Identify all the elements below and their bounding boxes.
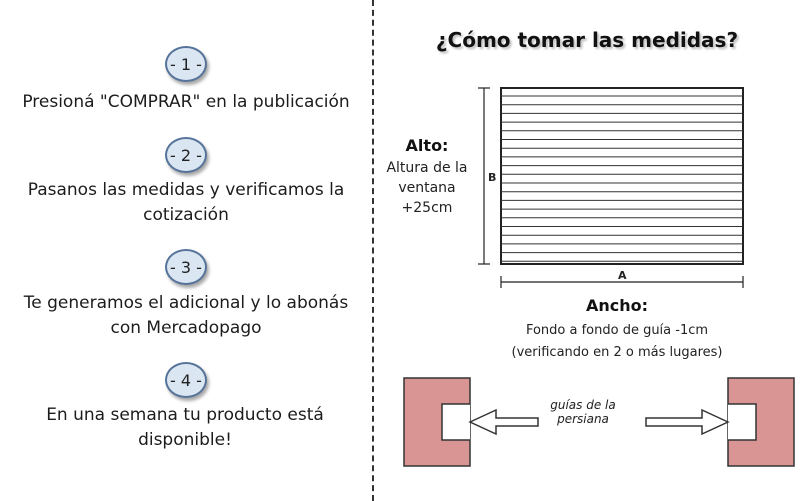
step-4-text: En una semana tu producto está disponibl…: [46, 405, 324, 450]
blind-diagram: B A: [403, 87, 795, 467]
ancho-description: Fondo a fondo de guía -1cm (verificando …: [492, 320, 742, 364]
ancho-heading: Ancho:: [585, 296, 649, 315]
height-dimension: [478, 87, 490, 265]
step-3-text: Te generamos el adicional y lo abonás co…: [23, 293, 349, 338]
label-a: A: [618, 269, 627, 282]
alto-heading: Alto:: [405, 136, 449, 155]
guide-label: guías de la persiana: [550, 398, 616, 426]
width-dimension: [500, 276, 744, 288]
step-2-text: Pasanos las medidas y verificamos la cot…: [27, 180, 345, 225]
left-arrow[interactable]: [468, 408, 539, 436]
blind-rect: [500, 87, 744, 265]
measure-title: ¿Cómo tomar las medidas?: [435, 28, 739, 52]
dashed-divider: [372, 0, 374, 501]
left-guide: [403, 377, 471, 467]
measure-panel: ¿Cómo tomar las medidas? B A: [374, 0, 800, 501]
label-b: B: [488, 171, 496, 184]
alto-description: Altura de la ventana +25cm: [386, 160, 468, 216]
right-guide: [727, 377, 795, 467]
step-4-badge: - 4 -: [165, 362, 207, 398]
step-1-badge: - 1 -: [165, 46, 207, 82]
step-2-badge: - 2 -: [165, 137, 207, 173]
steps-panel: - 1 - Presioná "COMPRAR" en la publicaci…: [0, 0, 372, 501]
step-1-text: Presioná "COMPRAR" en la publicación: [22, 92, 350, 112]
ancho-line-1: Fondo a fondo de guía -1cm: [525, 323, 709, 338]
step-3-badge: - 3 -: [165, 249, 207, 285]
right-arrow[interactable]: [645, 408, 730, 436]
ancho-line-2: (verificando en 2 o más lugares): [511, 345, 723, 360]
